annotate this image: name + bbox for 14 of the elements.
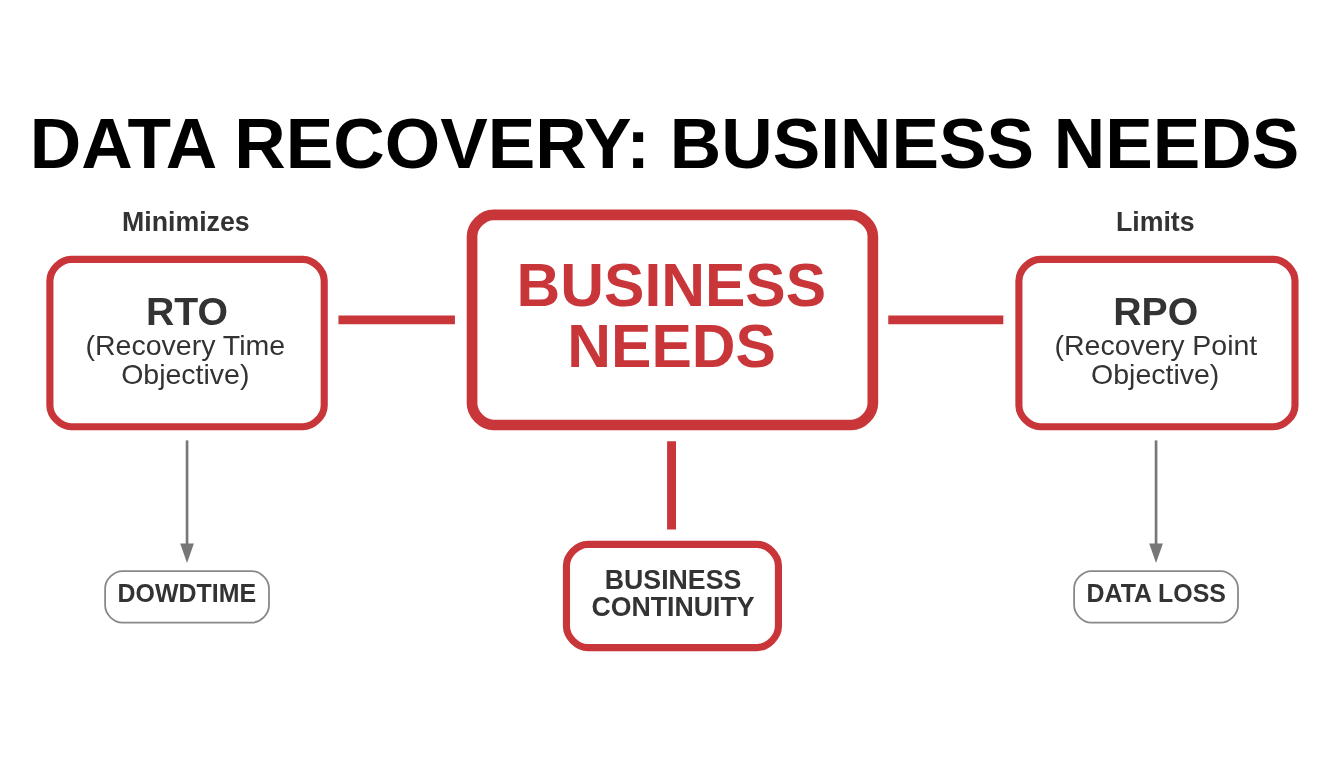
arrow (1149, 440, 1163, 564)
node-label: Minimizes (122, 206, 250, 237)
node-box: DATA LOSS (1073, 570, 1239, 624)
node-box: BUSINESS NEEDS (466, 209, 879, 431)
arrow (180, 440, 194, 564)
node-box: RPO (Recovery Point Objective) (1015, 255, 1299, 431)
node-label: Limits (1115, 206, 1195, 237)
node-box: DOWDTIME (104, 570, 270, 624)
connector (667, 441, 676, 530)
connector (888, 315, 1004, 325)
node-box: BUSINESS CONTINUITY (562, 540, 782, 652)
diagram-title: DATA RECOVERY: BUSINESS NEEDS (29, 103, 1300, 184)
connector (338, 315, 455, 325)
node-box: RTO (Recovery Time Objective) (46, 255, 328, 431)
